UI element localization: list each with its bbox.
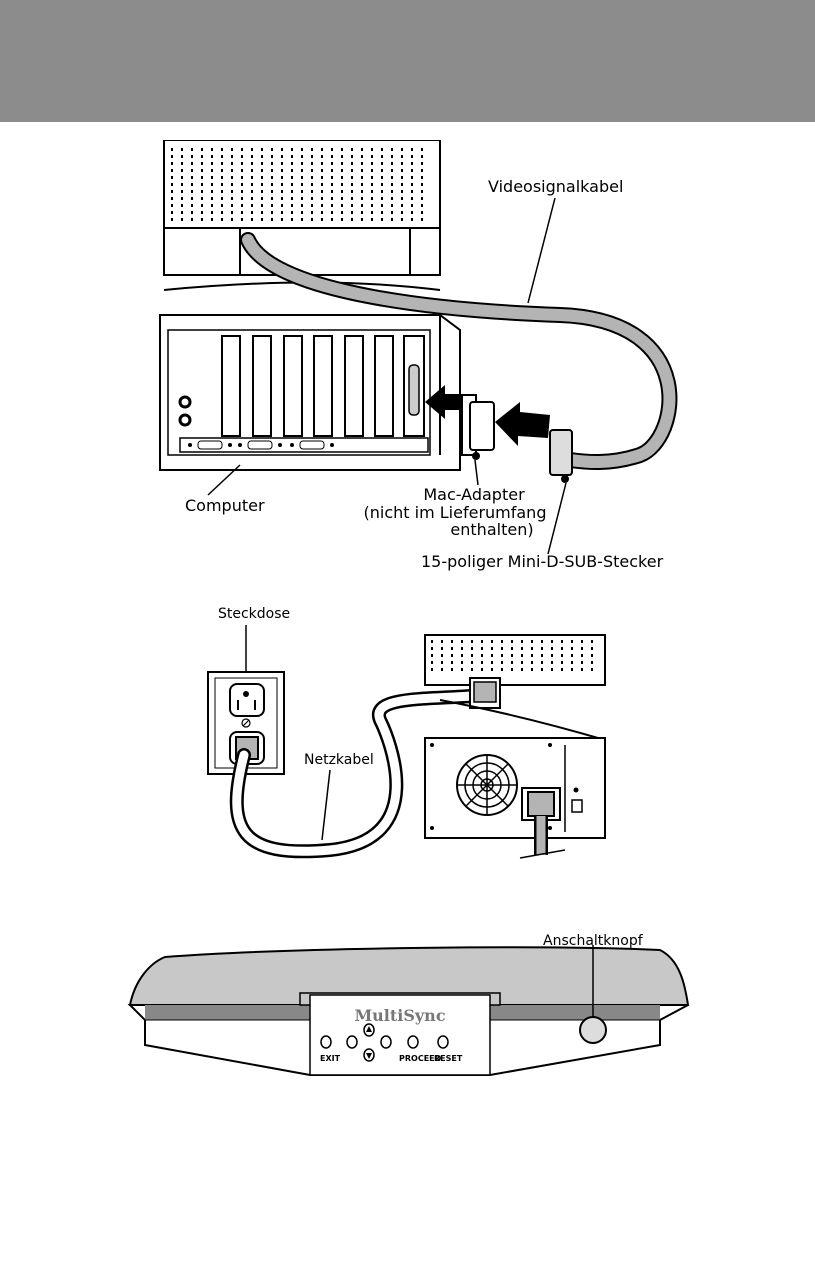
reset-button-label: RESET bbox=[434, 1054, 463, 1063]
mac-adapter bbox=[462, 395, 494, 460]
exit-button-label: EXIT bbox=[320, 1054, 341, 1063]
label-power-button: Anschaltknopf bbox=[543, 933, 644, 949]
reset-button[interactable] bbox=[438, 1036, 448, 1048]
header-band bbox=[0, 0, 815, 122]
brand-logo: MultiSync bbox=[354, 1006, 445, 1025]
label-video-cable: Videosignalkabel bbox=[488, 177, 623, 196]
label-power-cable: Netzkabel bbox=[304, 752, 374, 768]
label-mac-adapter-1: Mac-Adapter bbox=[423, 485, 525, 504]
down-arrow-button[interactable] bbox=[364, 1049, 374, 1061]
power-button[interactable] bbox=[580, 1017, 606, 1043]
adjust-button[interactable] bbox=[381, 1036, 391, 1048]
proceed-button[interactable] bbox=[408, 1036, 418, 1048]
up-arrow-button[interactable] bbox=[364, 1024, 374, 1036]
monitor-rear bbox=[164, 140, 440, 290]
label-dsub-connector: 15-poliger Mini-D-SUB-Stecker bbox=[421, 552, 664, 571]
arrow-into-adapter bbox=[495, 402, 550, 446]
figure-video-connection: Videosignalkabel Computer Mac-Adapter (n… bbox=[0, 140, 815, 580]
label-mac-adapter-3: enthalten) bbox=[450, 520, 533, 539]
figure-power-connection: Steckdose Netzkabel bbox=[0, 600, 815, 870]
exit-button[interactable] bbox=[321, 1036, 331, 1048]
monitor-rear-power bbox=[425, 635, 605, 858]
figure-monitor-front: MultiSync EXIT PROCEED RESET Anschaltkno… bbox=[0, 925, 815, 1085]
dsub-plug bbox=[550, 430, 572, 483]
select-button[interactable] bbox=[347, 1036, 357, 1048]
computer-case bbox=[160, 315, 460, 470]
label-outlet: Steckdose bbox=[218, 606, 290, 622]
label-computer: Computer bbox=[185, 496, 265, 515]
